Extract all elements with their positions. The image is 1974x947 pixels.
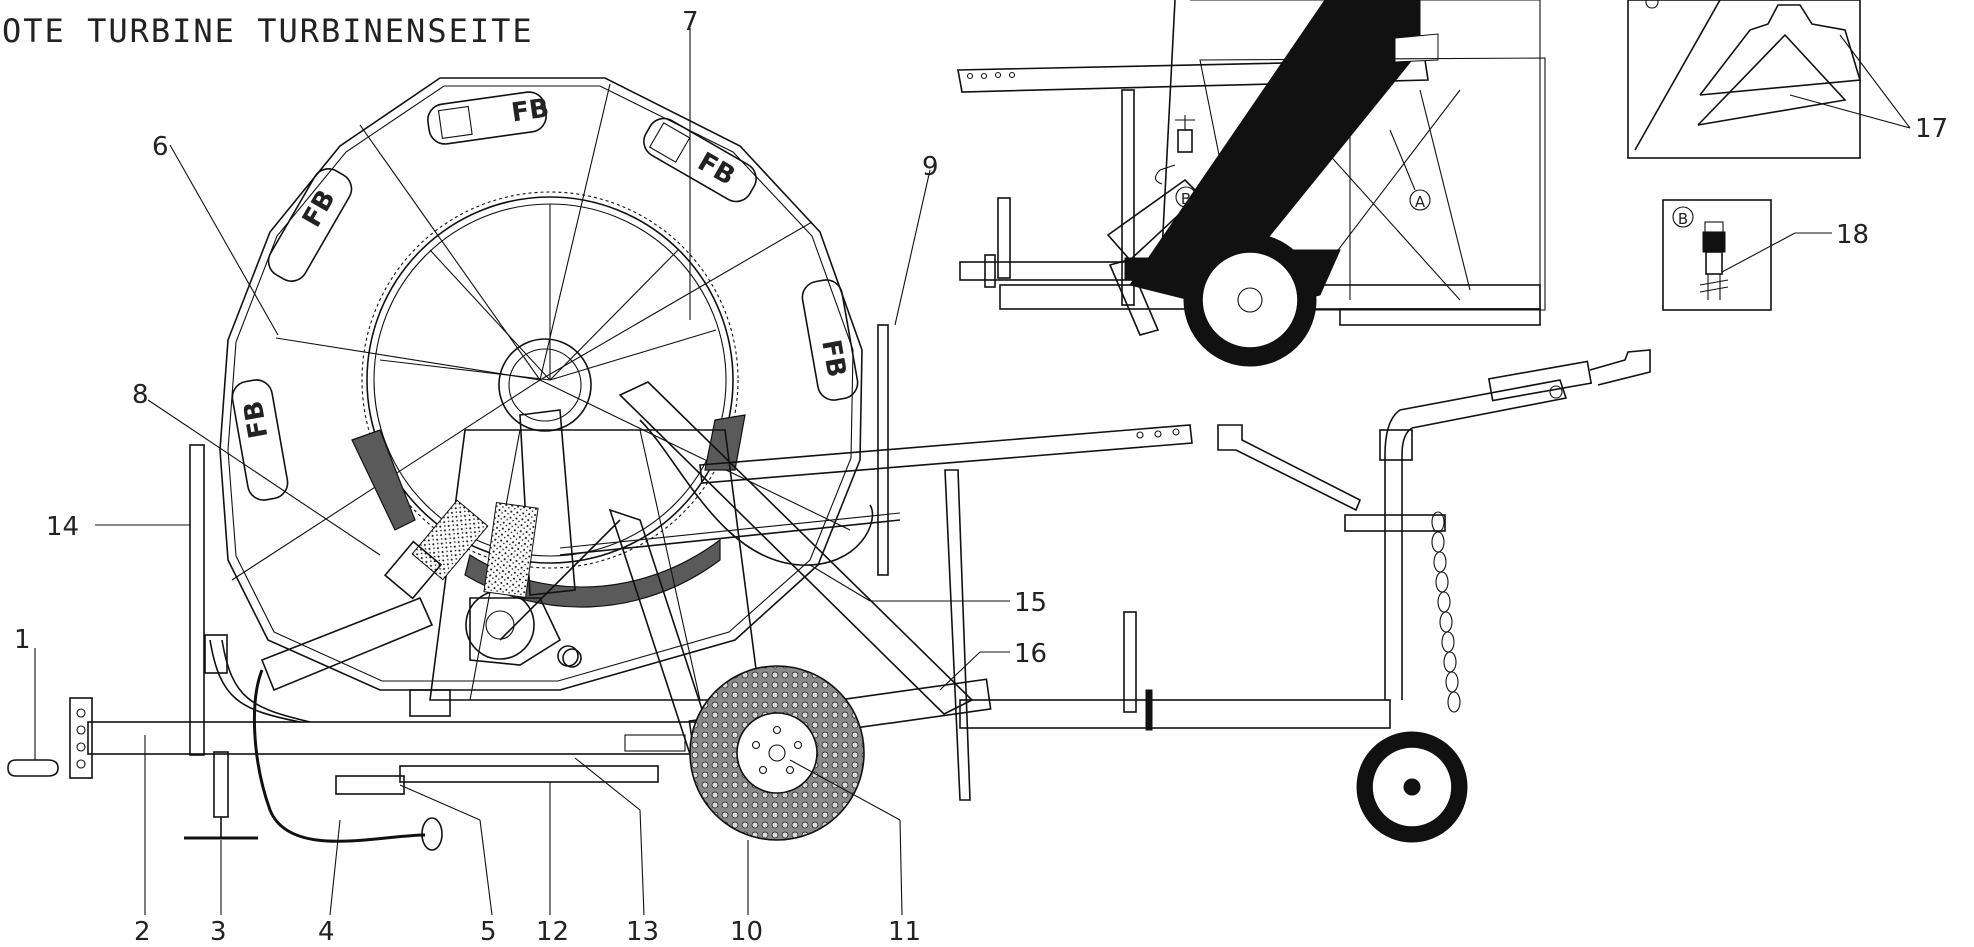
- callout-10: 10: [730, 917, 763, 947]
- leader-lines: [34, 28, 1911, 916]
- callout-17: 17: [1915, 114, 1948, 144]
- main-wheel: [689, 665, 865, 841]
- callout-13: 13: [626, 917, 659, 947]
- callout-labels: 1 2 3 4 5 6 7 8 9 10 11 12 13 14 15 16 1…: [14, 7, 1948, 947]
- logo-plate: FB: [231, 379, 289, 501]
- callout-11: 11: [888, 917, 921, 947]
- marker-b-detail: B: [1678, 210, 1688, 228]
- title-text: OTE TURBINE TURBINENSEITE: [2, 12, 534, 50]
- callout-16: 16: [1014, 639, 1047, 669]
- inset-view-top: B A: [957, 0, 1546, 367]
- marker-a: A: [1415, 193, 1426, 211]
- hose-tower: [1123, 349, 1651, 843]
- svg-text:FB: FB: [693, 147, 741, 192]
- callout-18: 18: [1836, 220, 1869, 250]
- callout-7: 7: [682, 7, 699, 37]
- svg-text:FB: FB: [510, 93, 551, 128]
- callout-5: 5: [480, 917, 497, 947]
- callout-6: 6: [152, 132, 169, 162]
- svg-text:FB: FB: [297, 185, 342, 233]
- callout-9: 9: [922, 152, 939, 182]
- detail-box-18: B: [1662, 199, 1772, 311]
- reel-drum: FB FB FB FB FB: [219, 77, 863, 691]
- callout-8: 8: [132, 380, 149, 410]
- logo-plate: FB: [643, 117, 757, 203]
- callout-15: 15: [1014, 588, 1047, 618]
- logo-plate: FB: [427, 91, 551, 145]
- callout-3: 3: [210, 917, 227, 947]
- svg-text:FB: FB: [238, 398, 274, 440]
- callout-2: 2: [134, 917, 151, 947]
- detail-box-17: [1627, 0, 1862, 159]
- logo-plate: FB: [801, 279, 859, 401]
- callout-4: 4: [318, 917, 335, 947]
- callout-1: 1: [14, 625, 31, 655]
- callout-14: 14: [46, 512, 79, 542]
- callout-12: 12: [536, 917, 569, 947]
- marker-b: B: [1181, 190, 1191, 208]
- svg-text:FB: FB: [815, 337, 851, 379]
